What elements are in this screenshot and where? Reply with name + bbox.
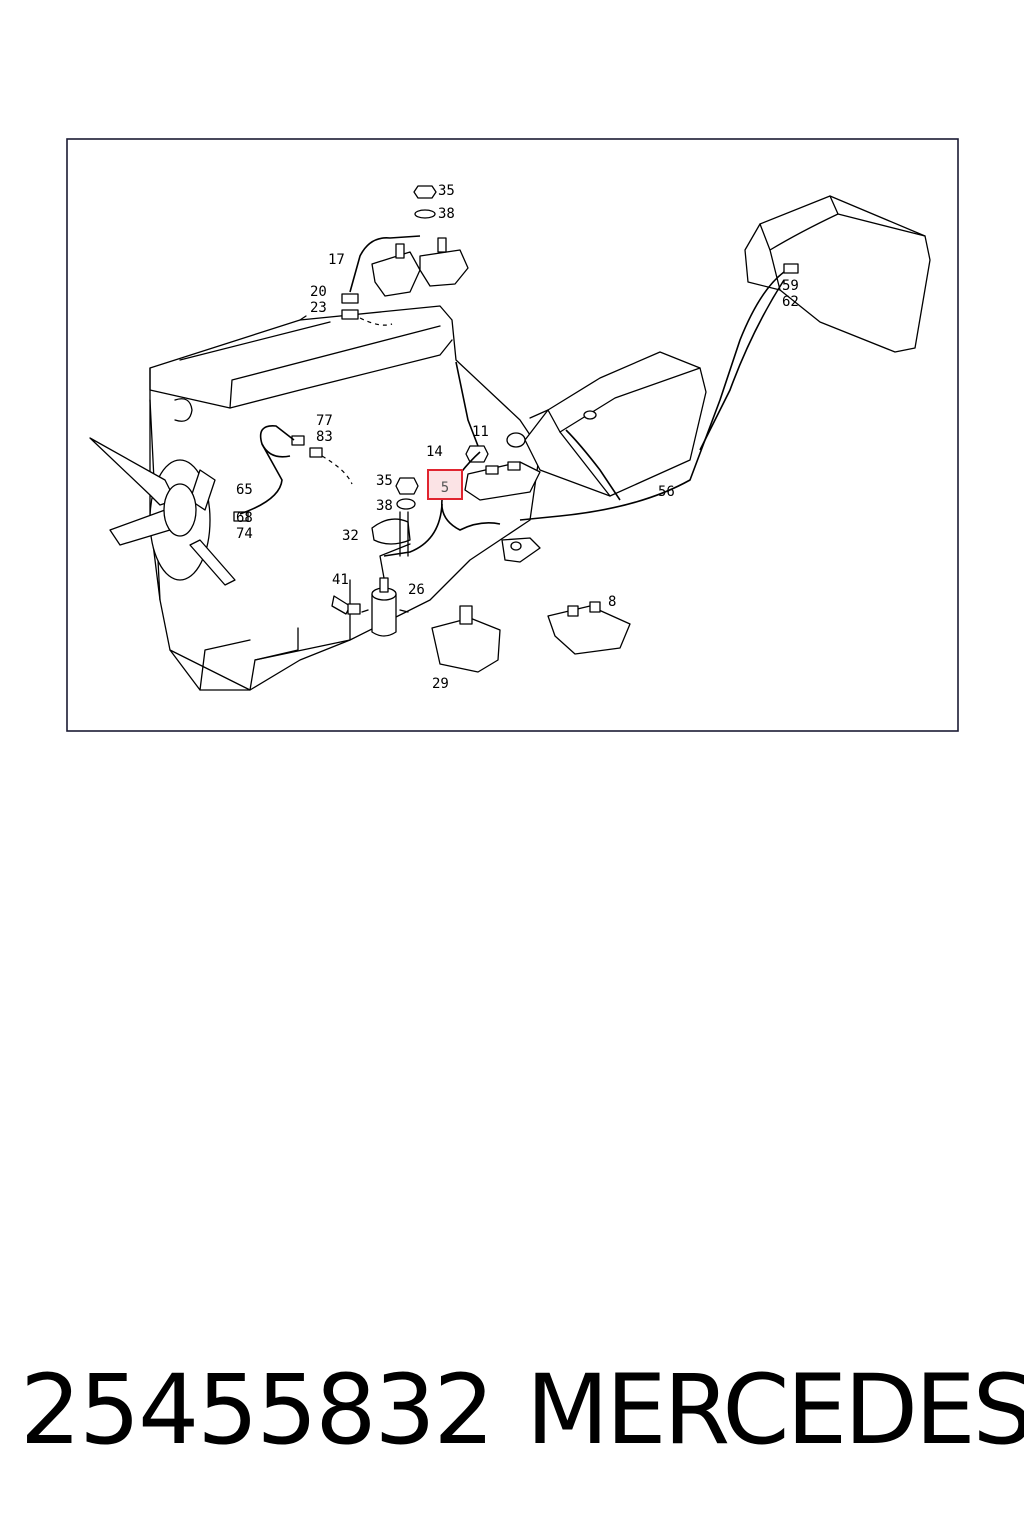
callout-26: 26 xyxy=(408,582,425,598)
callout-77: 77 xyxy=(316,413,333,429)
brand-name: MERCEDES xyxy=(526,1354,1024,1466)
part-8 xyxy=(547,601,631,655)
coil-26 xyxy=(361,577,409,637)
callout-38-top: 38 xyxy=(438,206,455,222)
sensor-41 xyxy=(331,595,361,615)
callout-68: 68 xyxy=(236,510,253,526)
sensor-11 xyxy=(465,432,526,463)
callout-83: 83 xyxy=(316,429,333,445)
part-number: 25455832 xyxy=(20,1354,495,1466)
connector-83 xyxy=(309,447,323,458)
leader-lines xyxy=(299,315,411,579)
ignition-modules xyxy=(341,185,469,320)
connector-68 xyxy=(233,511,249,522)
callout-29: 29 xyxy=(432,676,449,692)
callout-35-top: 35 xyxy=(438,183,455,199)
control-unit-box xyxy=(524,351,707,497)
callout-32: 32 xyxy=(342,528,359,544)
callout-14: 14 xyxy=(426,444,443,460)
callout-20: 20 xyxy=(310,284,327,300)
rear-cover xyxy=(744,195,931,353)
callout-65: 65 xyxy=(236,482,253,498)
callout-11: 11 xyxy=(472,424,489,440)
fan xyxy=(89,437,236,586)
temp-sensor xyxy=(501,537,541,563)
highlighted-callout-box xyxy=(427,469,463,500)
callout-17: 17 xyxy=(328,252,345,268)
callout-23: 23 xyxy=(310,300,327,316)
part-29 xyxy=(431,605,501,673)
callout-59: 59 xyxy=(782,278,799,294)
parts-diagram: 35 38 17 20 23 59 62 77 83 11 14 35 38 6… xyxy=(66,138,959,732)
control-unit-5 xyxy=(464,461,541,501)
callout-38-mid: 38 xyxy=(376,498,393,514)
connector-77 xyxy=(291,435,305,446)
callout-74: 74 xyxy=(236,526,253,542)
callout-62: 62 xyxy=(782,294,799,310)
callout-35-mid: 35 xyxy=(376,473,393,489)
callout-8: 8 xyxy=(608,594,616,610)
footer: 25455832 MERCEDES xyxy=(0,1355,1024,1475)
callout-41: 41 xyxy=(332,572,349,588)
highlighted-callout-5: 5 xyxy=(441,480,449,496)
engine-block xyxy=(149,305,541,691)
callout-56: 56 xyxy=(658,484,675,500)
nut-35-washer-38 xyxy=(395,477,419,510)
